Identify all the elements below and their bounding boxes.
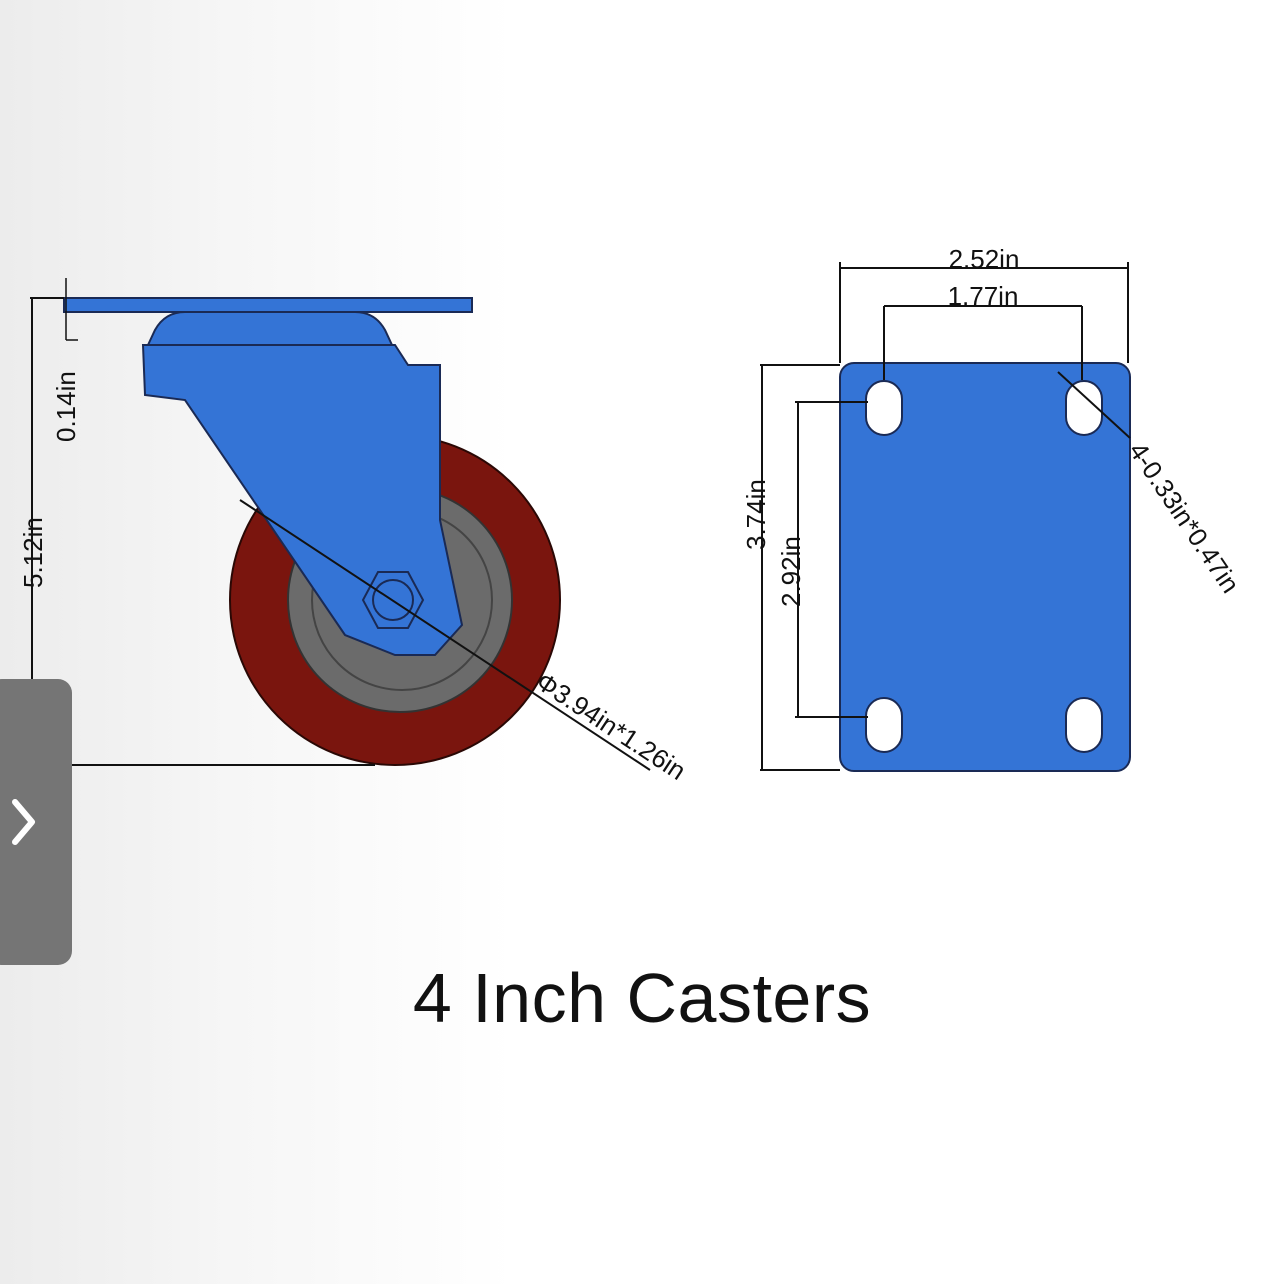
mount-plate-side [63,297,473,313]
swivel-dome [146,311,394,346]
dim-holes: 4-0.33in*0.47in [1123,437,1246,599]
dim-plate-length: 3.74in [741,479,771,550]
mount-plate-top [839,362,1131,772]
dim-wheel-size: Φ3.94in*1.26in [531,666,692,786]
dim-plate-width: 2.52in [949,244,1020,274]
bolt-hole-bottom-left [865,697,903,753]
dim-hole-spacing-x: 1.77in [948,281,1019,311]
dim-plate-thickness: 0.14in [51,371,81,442]
bolt-hole-bottom-right [1065,697,1103,753]
plate-view: 2.52in 1.77in 3.74in 2.92in 4-0.33in*0.4… [741,244,1246,772]
chevron-right-icon [12,799,35,845]
caption-title: 4 Inch Casters [412,959,872,1037]
dim-hole-spacing-y: 2.92in [776,536,806,607]
axle-bolt [372,579,414,621]
side-view: 0.14in 5.12in Φ3.94in*1.26in [18,278,691,786]
bolt-hole-top-left [865,380,903,436]
bolt-hole-top-right [1065,380,1103,436]
next-image-button[interactable] [0,679,72,965]
dim-total-height: 5.12in [18,517,48,588]
